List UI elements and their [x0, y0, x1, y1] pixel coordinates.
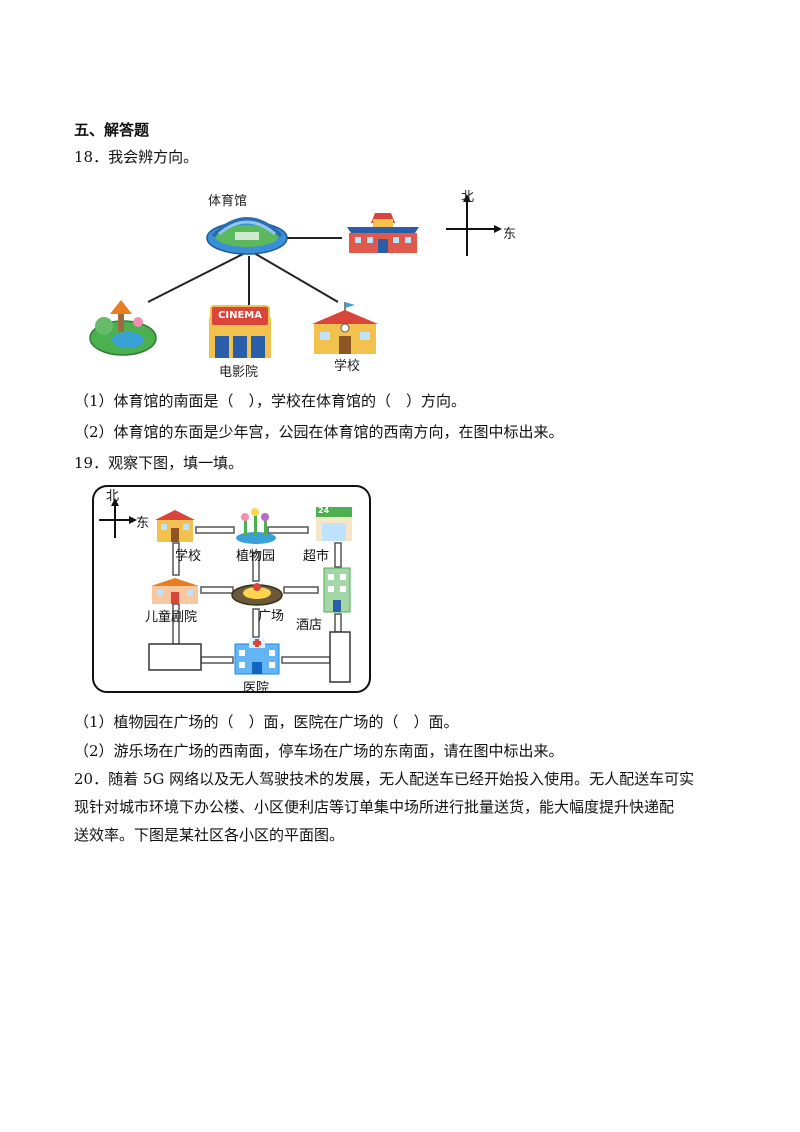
botanical-garden-label: 植物园 — [236, 549, 276, 564]
section-title: 五、解答题 — [74, 121, 150, 139]
school-label: 学校 — [334, 359, 361, 374]
map-compass-north-label: 北 — [106, 489, 120, 504]
supermarket-label: 超市 — [303, 549, 330, 564]
compass-icon — [446, 194, 502, 256]
question-18-item-2: （2）体育馆的东面是少年宫，公园在体育馆的西南方向，在图中标出来。 — [74, 423, 564, 441]
compass-east-label: 东 — [503, 227, 517, 242]
hospital-icon — [234, 638, 280, 675]
question-20-line-2: 现针对城市环境下办公楼、小区便利店等订单集中场所进行批量送货，能大幅度提升快递配 — [74, 798, 675, 816]
map-compass-east-label: 东 — [136, 516, 150, 531]
stadium-label: 体育馆 — [208, 194, 248, 209]
childrens-theater-icon — [151, 578, 199, 604]
supermarket-sign-text: 24 — [318, 506, 330, 515]
question-20-line-1: 20．随着 5G 网络以及无人驾驶技术的发展，无人配送车已经开始投入使用。无人配… — [74, 770, 695, 788]
question-19-item-2: （2）游乐场在广场的西南面，停车场在广场的东南面，请在图中标出来。 — [74, 742, 564, 760]
square-label: 广场 — [258, 609, 285, 624]
cinema-label: 电影院 — [219, 365, 259, 380]
stadium-icon — [206, 217, 288, 255]
supermarket-icon — [316, 507, 352, 541]
question-19-prompt: 19．观察下图，填一填。 — [74, 454, 244, 472]
cinema-sign-text: CINEMA — [218, 310, 262, 321]
question-18-item-1: （1）体育馆的南面是（ ），学校在体育馆的（ ）方向。 — [74, 392, 467, 410]
question-20-line-3: 送效率。下图是某社区各小区的平面图。 — [74, 826, 345, 844]
botanical-garden-icon — [236, 508, 276, 544]
compass-north-label: 北 — [461, 190, 475, 205]
question-19-item-1: （1）植物园在广场的（ ）面，医院在广场的（ ）面。 — [74, 713, 459, 731]
school-icon — [312, 302, 378, 354]
hospital-label: 医院 — [243, 681, 270, 696]
hotel-icon — [323, 567, 351, 613]
youth-palace-icon — [347, 213, 419, 253]
question-18-prompt: 18．我会辨方向。 — [74, 148, 199, 166]
cinema-icon — [209, 305, 271, 358]
q18-connection-lines — [147, 237, 342, 306]
q19-map-frame — [92, 485, 371, 693]
hotel-label: 酒店 — [296, 618, 323, 633]
childrens-theater-label: 儿童剧院 — [145, 610, 198, 625]
map-school-icon — [155, 510, 195, 542]
map-school-label: 学校 — [175, 549, 202, 564]
square-icon — [231, 583, 283, 606]
park-icon — [89, 300, 157, 356]
